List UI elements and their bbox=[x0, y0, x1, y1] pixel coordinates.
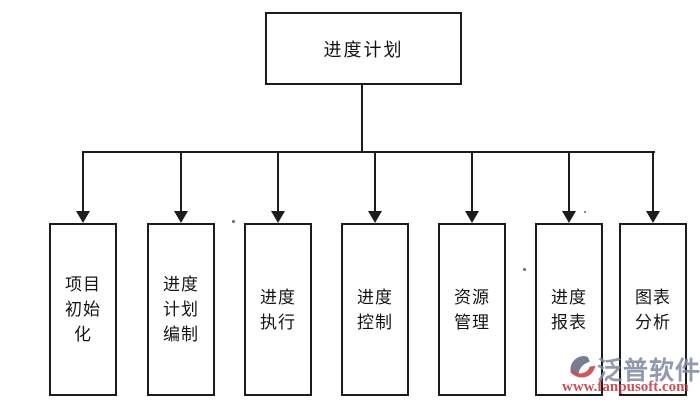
node-line: 化 bbox=[74, 325, 92, 344]
scan-speck bbox=[523, 268, 526, 271]
node-line: 分析 bbox=[635, 312, 671, 332]
node-schedule-execution: 进度 执行 bbox=[244, 223, 312, 396]
node-project-initialization: 项目 初始 化 bbox=[49, 223, 117, 396]
node-line: 资源 bbox=[454, 287, 490, 307]
arrow-down-icon bbox=[562, 211, 576, 223]
node-line: 编制 bbox=[163, 325, 199, 344]
node-line: 控制 bbox=[357, 312, 393, 332]
connector-trunk bbox=[361, 85, 363, 151]
node-line: 进度 bbox=[357, 287, 393, 307]
node-line: 计划 bbox=[163, 300, 199, 319]
connector-drop-2 bbox=[180, 152, 182, 212]
node-line: 初始 bbox=[65, 300, 101, 319]
connector-drop-4 bbox=[374, 152, 376, 212]
scan-speck bbox=[232, 220, 235, 223]
connector-drop-3 bbox=[277, 152, 279, 212]
node-line: 进度 bbox=[163, 275, 199, 294]
arrow-down-icon bbox=[174, 211, 188, 223]
connector-drop-1 bbox=[82, 152, 84, 212]
arrow-down-icon bbox=[646, 211, 660, 223]
connector-branch-bar bbox=[82, 151, 655, 153]
node-line: 图表 bbox=[635, 287, 671, 307]
node-resource-management: 资源 管理 bbox=[438, 223, 506, 396]
node-line: 项目 bbox=[65, 275, 101, 294]
arrow-down-icon bbox=[271, 211, 285, 223]
node-schedule-plan: 进度计划 bbox=[265, 12, 462, 85]
node-line: 管理 bbox=[454, 312, 490, 332]
node-schedule-report: 进度 报表 bbox=[535, 223, 603, 396]
node-chart-analysis: 图表 分析 bbox=[619, 223, 687, 396]
arrow-down-icon bbox=[76, 211, 90, 223]
connector-drop-7 bbox=[652, 152, 654, 212]
node-line: 报表 bbox=[551, 312, 587, 332]
node-schedule-plan-compilation: 进度 计划 编制 bbox=[147, 223, 215, 396]
scan-speck bbox=[584, 211, 586, 213]
connector-drop-6 bbox=[568, 152, 570, 212]
node-line: 进度 bbox=[551, 287, 587, 307]
node-schedule-control: 进度 控制 bbox=[341, 223, 409, 396]
node-line: 执行 bbox=[260, 312, 296, 332]
node-line: 进度 bbox=[260, 287, 296, 307]
connector-drop-5 bbox=[471, 152, 473, 212]
node-schedule-plan-label: 进度计划 bbox=[323, 39, 404, 60]
arrow-down-icon bbox=[368, 211, 382, 223]
arrow-down-icon bbox=[465, 211, 479, 223]
